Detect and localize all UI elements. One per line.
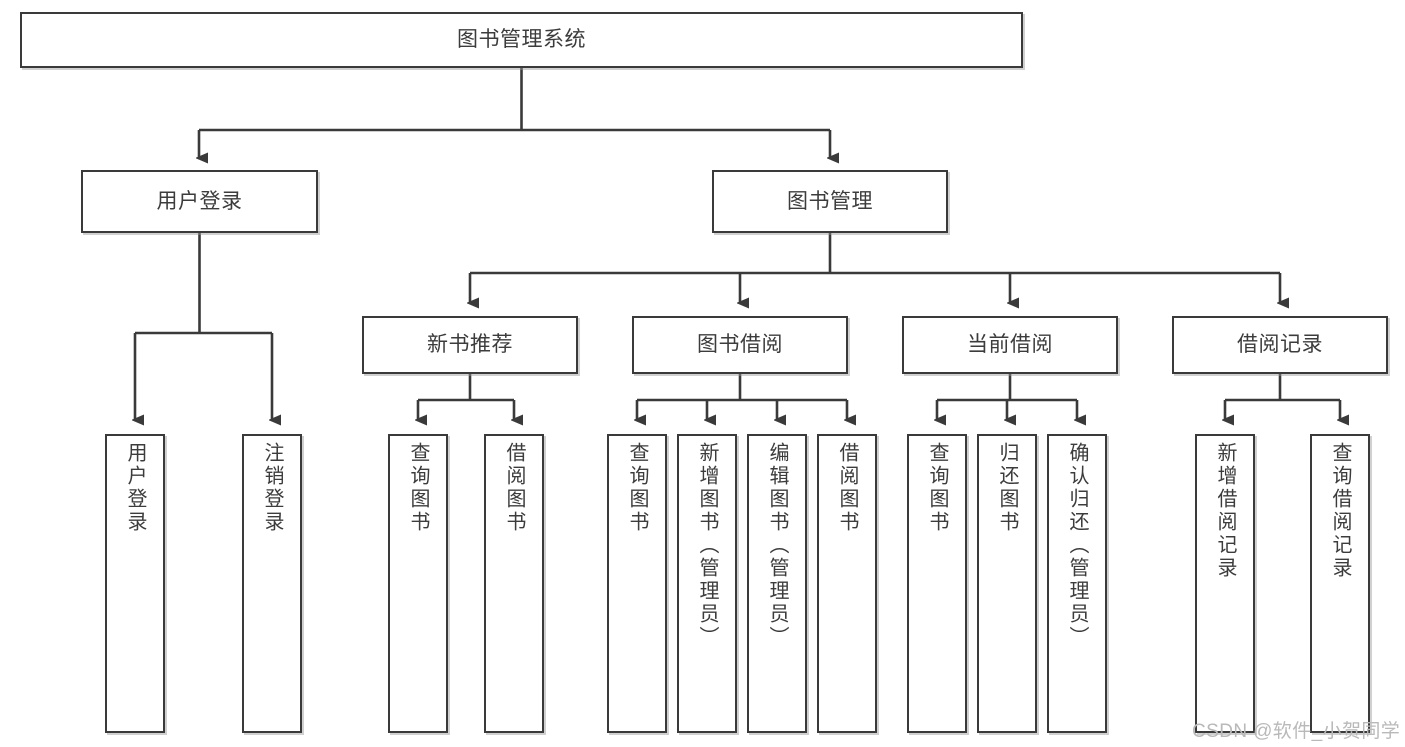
node-borrow-record-label: 借阅记录 (1237, 333, 1323, 357)
node-leaf-borrow-book-rec[interactable]: 借阅图书 (484, 434, 544, 733)
node-leaf-query-book-rec-label: 查询图书 (407, 442, 429, 534)
node-leaf-add-book-label: 新增图书（管理员） (696, 442, 718, 649)
node-current-borrow-label: 当前借阅 (967, 333, 1053, 357)
node-leaf-user-login[interactable]: 用户登录 (105, 434, 165, 733)
node-current-borrow[interactable]: 当前借阅 (902, 316, 1118, 374)
node-leaf-borrow-book-bor-label: 借阅图书 (836, 442, 858, 534)
node-leaf-confirm-return-label: 确认归还（管理员） (1066, 442, 1088, 649)
node-root[interactable]: 图书管理系统 (20, 12, 1023, 68)
node-leaf-query-record-label: 查询借阅记录 (1329, 442, 1351, 580)
node-leaf-query-book-cur[interactable]: 查询图书 (907, 434, 967, 733)
node-book-borrow[interactable]: 图书借阅 (632, 316, 848, 374)
node-leaf-user-login-label: 用户登录 (124, 442, 146, 534)
node-leaf-query-book-cur-label: 查询图书 (926, 442, 948, 534)
node-leaf-query-book-bor-label: 查询图书 (626, 442, 648, 534)
node-root-label: 图书管理系统 (457, 28, 586, 52)
node-leaf-borrow-book-bor[interactable]: 借阅图书 (817, 434, 877, 733)
node-leaf-borrow-book-rec-label: 借阅图书 (503, 442, 525, 534)
node-user-login-label: 用户登录 (156, 189, 243, 213)
node-leaf-logout[interactable]: 注销登录 (242, 434, 302, 733)
node-leaf-add-record-label: 新增借阅记录 (1214, 442, 1236, 580)
node-leaf-edit-book-label: 编辑图书（管理员） (766, 442, 788, 649)
node-new-book-recommend-label: 新书推荐 (427, 333, 513, 357)
node-leaf-query-book-bor[interactable]: 查询图书 (607, 434, 667, 733)
node-new-book-recommend[interactable]: 新书推荐 (362, 316, 578, 374)
node-leaf-add-book[interactable]: 新增图书（管理员） (677, 434, 737, 733)
node-leaf-query-record[interactable]: 查询借阅记录 (1310, 434, 1370, 733)
node-book-borrow-label: 图书借阅 (697, 333, 783, 357)
node-leaf-return-book[interactable]: 归还图书 (977, 434, 1037, 733)
csdn-watermark: CSDN @软件_小贺同学 (1192, 721, 1401, 742)
node-leaf-return-book-label: 归还图书 (996, 442, 1018, 534)
node-leaf-edit-book[interactable]: 编辑图书（管理员） (747, 434, 807, 733)
node-leaf-query-book-rec[interactable]: 查询图书 (388, 434, 448, 733)
node-borrow-record[interactable]: 借阅记录 (1172, 316, 1388, 374)
node-leaf-logout-label: 注销登录 (261, 442, 283, 534)
node-leaf-add-record[interactable]: 新增借阅记录 (1195, 434, 1255, 733)
node-book-management-label: 图书管理 (787, 189, 873, 213)
node-user-login[interactable]: 用户登录 (81, 170, 318, 233)
node-leaf-confirm-return[interactable]: 确认归还（管理员） (1047, 434, 1107, 733)
node-book-management[interactable]: 图书管理 (712, 170, 948, 233)
